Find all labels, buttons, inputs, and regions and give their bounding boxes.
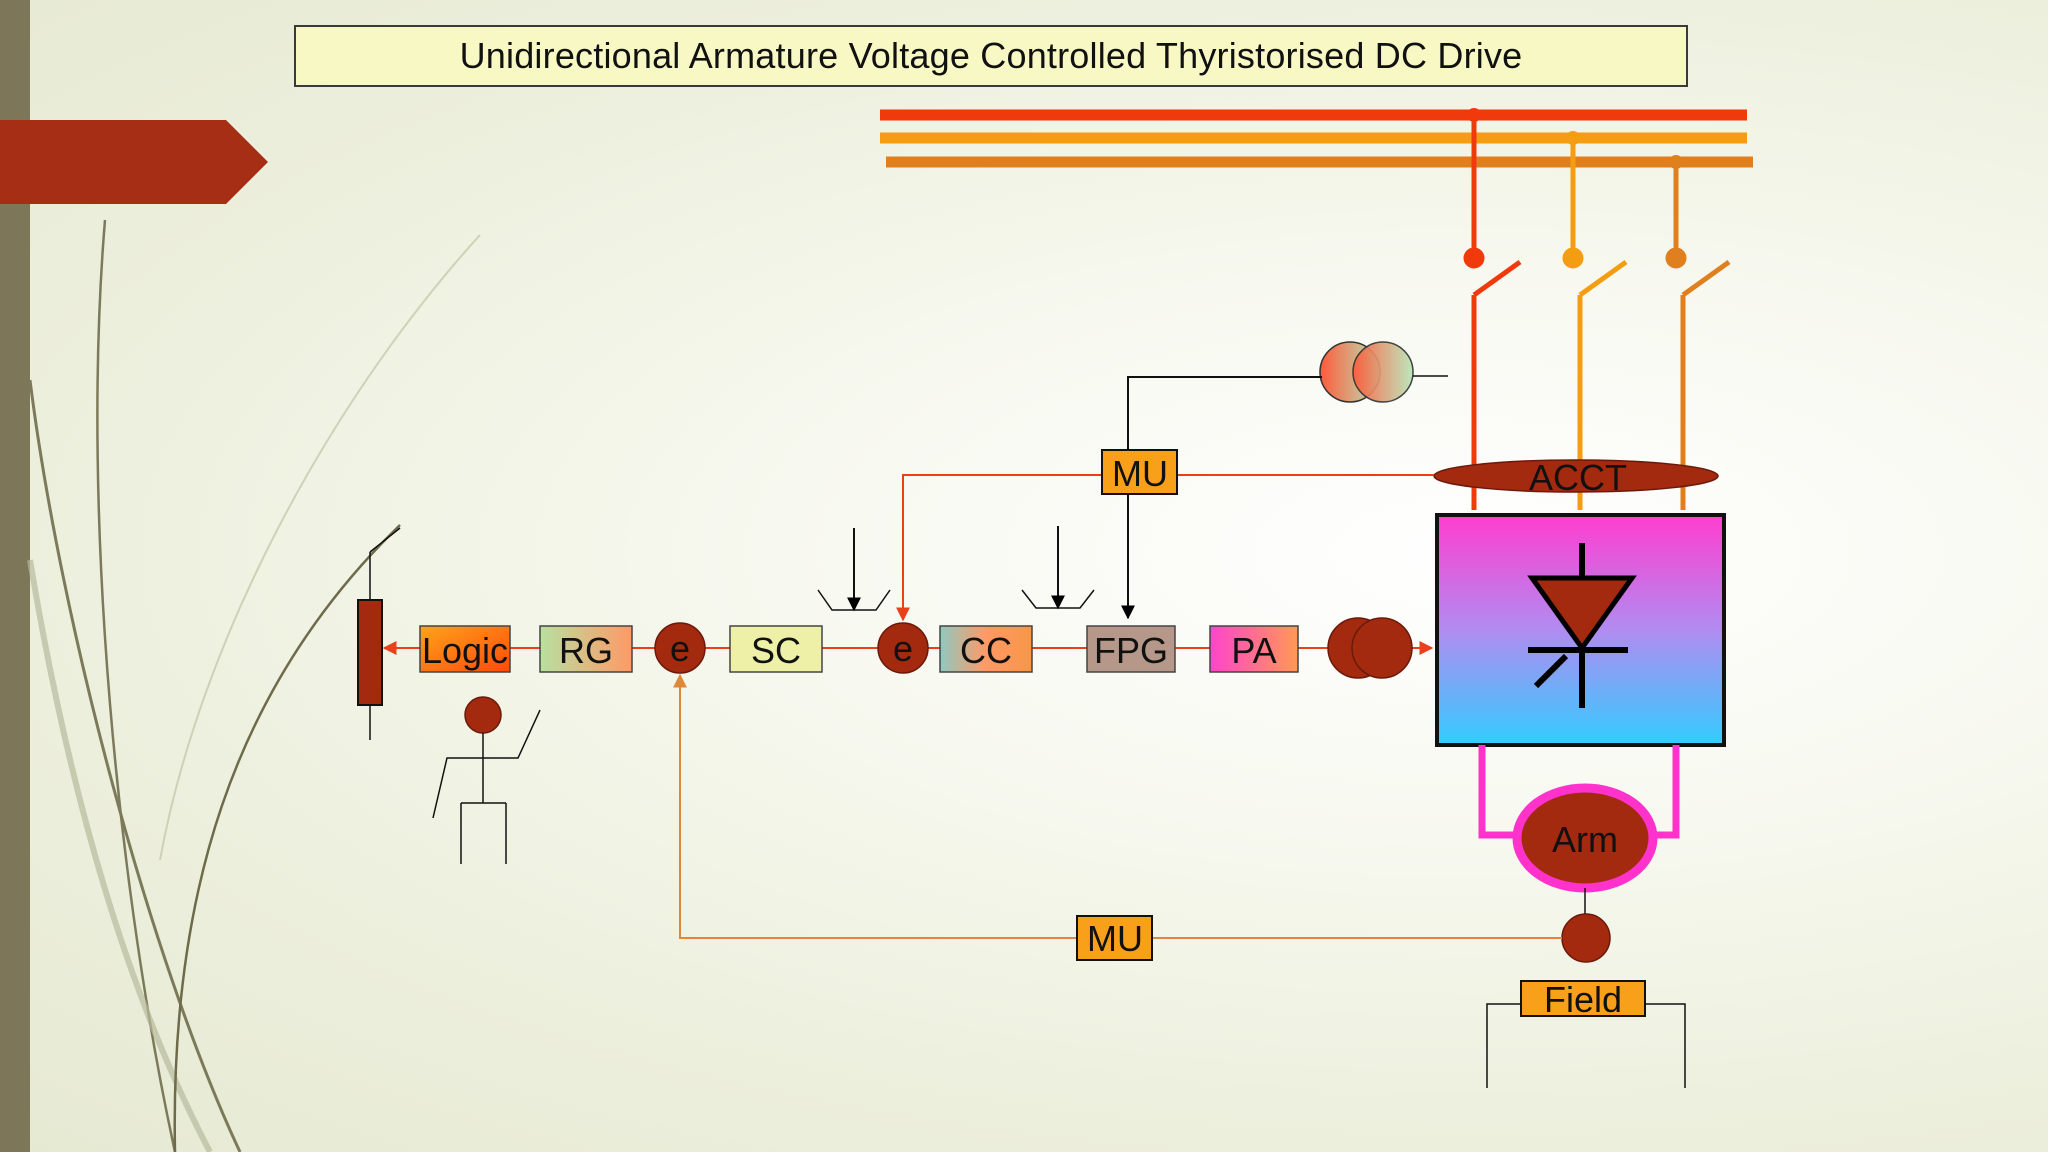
acct-label: ACCT: [1529, 457, 1627, 498]
fpg-label: FPG: [1094, 630, 1168, 671]
pa-block: [1209, 625, 1299, 673]
logic-label: Logic: [422, 630, 508, 671]
current-limiter-symbol: [1021, 526, 1095, 610]
pulse-transformer: [1327, 617, 1413, 679]
slide-arrow-decoration: [0, 120, 268, 204]
phase-switches: [1463, 115, 1731, 510]
field-supply-lines: [1486, 1003, 1686, 1088]
cc-label: CC: [960, 630, 1012, 671]
slide-title: Unidirectional Armature Voltage Controll…: [294, 25, 1688, 87]
decorative-swooshes: [27, 219, 481, 1152]
mu-top-label: MU: [1112, 453, 1168, 494]
rg-label: RG: [559, 630, 613, 671]
sc-block: [729, 625, 823, 673]
field-label: Field: [1544, 979, 1622, 1020]
armature-label: Arm: [1552, 819, 1618, 860]
error-node-current-label: e: [893, 628, 913, 669]
speed-sensor-node: [1561, 913, 1611, 963]
error-node-speed: [654, 622, 706, 674]
pa-label: PA: [1231, 630, 1276, 671]
operator-figure: [432, 696, 541, 864]
speed-feedback-path: [673, 673, 1562, 939]
thyristor-icon: [1527, 543, 1637, 708]
field-box: [1520, 980, 1646, 1017]
cc-block: [939, 625, 1033, 673]
mu-bottom-label: MU: [1087, 918, 1143, 959]
rg-block: [539, 625, 633, 673]
speed-reference-potentiometer: [357, 527, 401, 740]
fpg-block: [1086, 625, 1176, 673]
speed-limiter-symbol: [817, 528, 891, 612]
current-feedback-path: [896, 474, 1434, 622]
sc-label: SC: [751, 630, 801, 671]
mu-top-box: [1101, 449, 1178, 495]
sync-transformer: [1319, 341, 1448, 403]
sync-signal-path: [1121, 376, 1322, 620]
error-node-current: [877, 622, 929, 674]
logic-block: [419, 625, 511, 673]
error-node-speed-label: e: [670, 628, 690, 669]
three-phase-bus: [880, 108, 1753, 169]
mu-bottom-box: [1076, 915, 1153, 961]
